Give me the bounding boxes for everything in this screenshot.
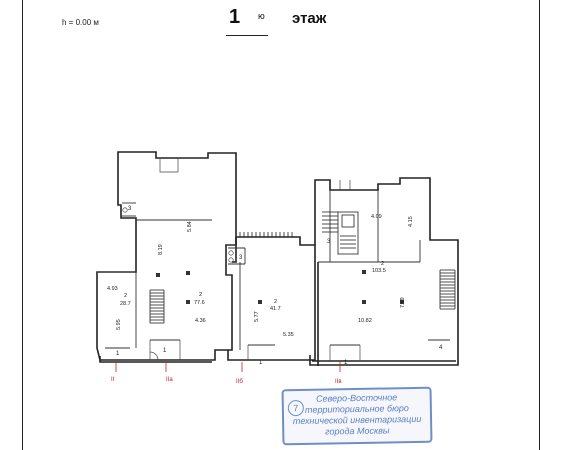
dimension-label: 8.19 [158, 244, 164, 255]
section-mark: IIа [166, 377, 173, 383]
dimension-label: 7.99 [400, 297, 406, 308]
dimension-label: 4.93 [107, 286, 118, 292]
columns [156, 270, 404, 304]
column [186, 300, 190, 304]
doors [149, 158, 361, 361]
bti-stamp: 7 Северо-Восточное территориальное бюро … [281, 386, 433, 446]
wall-outline [96, 151, 459, 366]
room-label-number: 2 [381, 261, 384, 267]
height-label: h = 0.00 м [62, 18, 99, 27]
room-label-area: 28.7 [120, 301, 131, 307]
stair-right-top [322, 211, 359, 255]
room-number-entry-3: 1 [259, 360, 263, 366]
column [156, 273, 160, 277]
column [400, 300, 404, 304]
dimension-label: 4.09 [371, 214, 382, 220]
dimension-label: 10.82 [358, 318, 372, 324]
room-number-entry-2: 1 [163, 348, 167, 354]
floor-suffix: ю [258, 11, 265, 21]
column [186, 271, 190, 275]
section-mark: IIв [335, 379, 342, 385]
section-mark: II [111, 377, 115, 383]
section-mark: IIб [236, 379, 243, 385]
dimension-label: 5.84 [187, 221, 193, 232]
stair-center [235, 232, 293, 237]
room-number-wc-left: 3 [128, 206, 132, 212]
dimension-label: 4.36 [195, 318, 206, 324]
plumbing-fixtures [122, 207, 234, 263]
dimension-label: 4.15 [408, 216, 414, 227]
room-label-area: 77.6 [194, 300, 205, 306]
dimension-label: 5.95 [116, 319, 122, 330]
section-marks [115, 362, 341, 372]
room-number-wc-center: 3 [239, 255, 243, 261]
room-number-entry-5: 4 [439, 345, 443, 351]
stair-right [439, 269, 456, 310]
room-label-number: 2 [199, 292, 202, 298]
dimension-label: 5.77 [254, 311, 260, 322]
column [258, 300, 262, 304]
interior-walls [97, 190, 450, 350]
room-label-number: 2 [124, 293, 127, 299]
room-number-entry-1: 1 [116, 351, 120, 357]
floor-underline [226, 35, 268, 36]
room-label-area: 41.7 [270, 306, 281, 312]
room-number-entry-4: 1 [344, 360, 348, 366]
staircases [149, 211, 456, 324]
stair-left [149, 289, 165, 324]
floor-word: этаж [292, 10, 327, 27]
column [362, 300, 366, 304]
column [362, 270, 366, 274]
drawing-frame [22, 0, 540, 450]
dimension-label: 5.35 [283, 332, 294, 338]
room-label-number: 2 [274, 299, 277, 305]
floor-number: 1 [229, 6, 241, 28]
room-number-stair-right: 3 [327, 239, 331, 245]
room-label-area: 103.5 [372, 268, 386, 274]
